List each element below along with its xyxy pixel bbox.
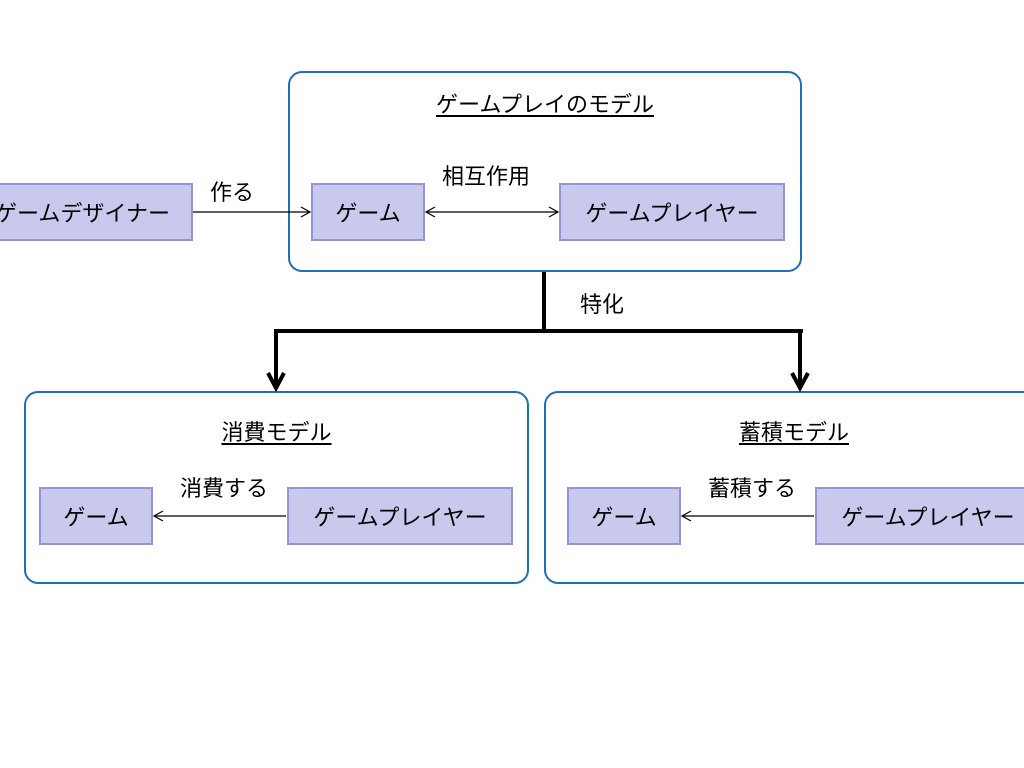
interaction-edge-label: 相互作用 [442, 165, 531, 190]
top-game-player-node: ゲームプレイヤー [559, 183, 785, 241]
accumulation-game-node: ゲーム [567, 487, 681, 545]
accumulates-arrow [680, 510, 814, 522]
consumption-game-node: ゲーム [39, 487, 153, 545]
accumulates-edge-label: 蓄積する [708, 477, 797, 502]
consumption-game-player-node: ゲームプレイヤー [287, 487, 513, 545]
specialization-arrows [266, 272, 810, 393]
accumulation-game-player-node: ゲームプレイヤー [815, 487, 1024, 545]
interaction-arrow [424, 206, 560, 218]
creates-arrow [193, 206, 312, 218]
specialization-edge-label: 特化 [580, 293, 625, 318]
accumulation-model-title: 蓄積モデル [738, 421, 849, 446]
consumption-model-title: 消費モデル [221, 421, 332, 446]
top-game-node: ゲーム [311, 183, 425, 241]
consumes-edge-label: 消費する [180, 477, 269, 502]
game-designer-node: ゲームデザイナー [0, 183, 193, 241]
gameplay-model-title: ゲームプレイのモデル [435, 93, 655, 118]
consumes-arrow [152, 510, 286, 522]
creates-edge-label: 作る [210, 181, 255, 206]
